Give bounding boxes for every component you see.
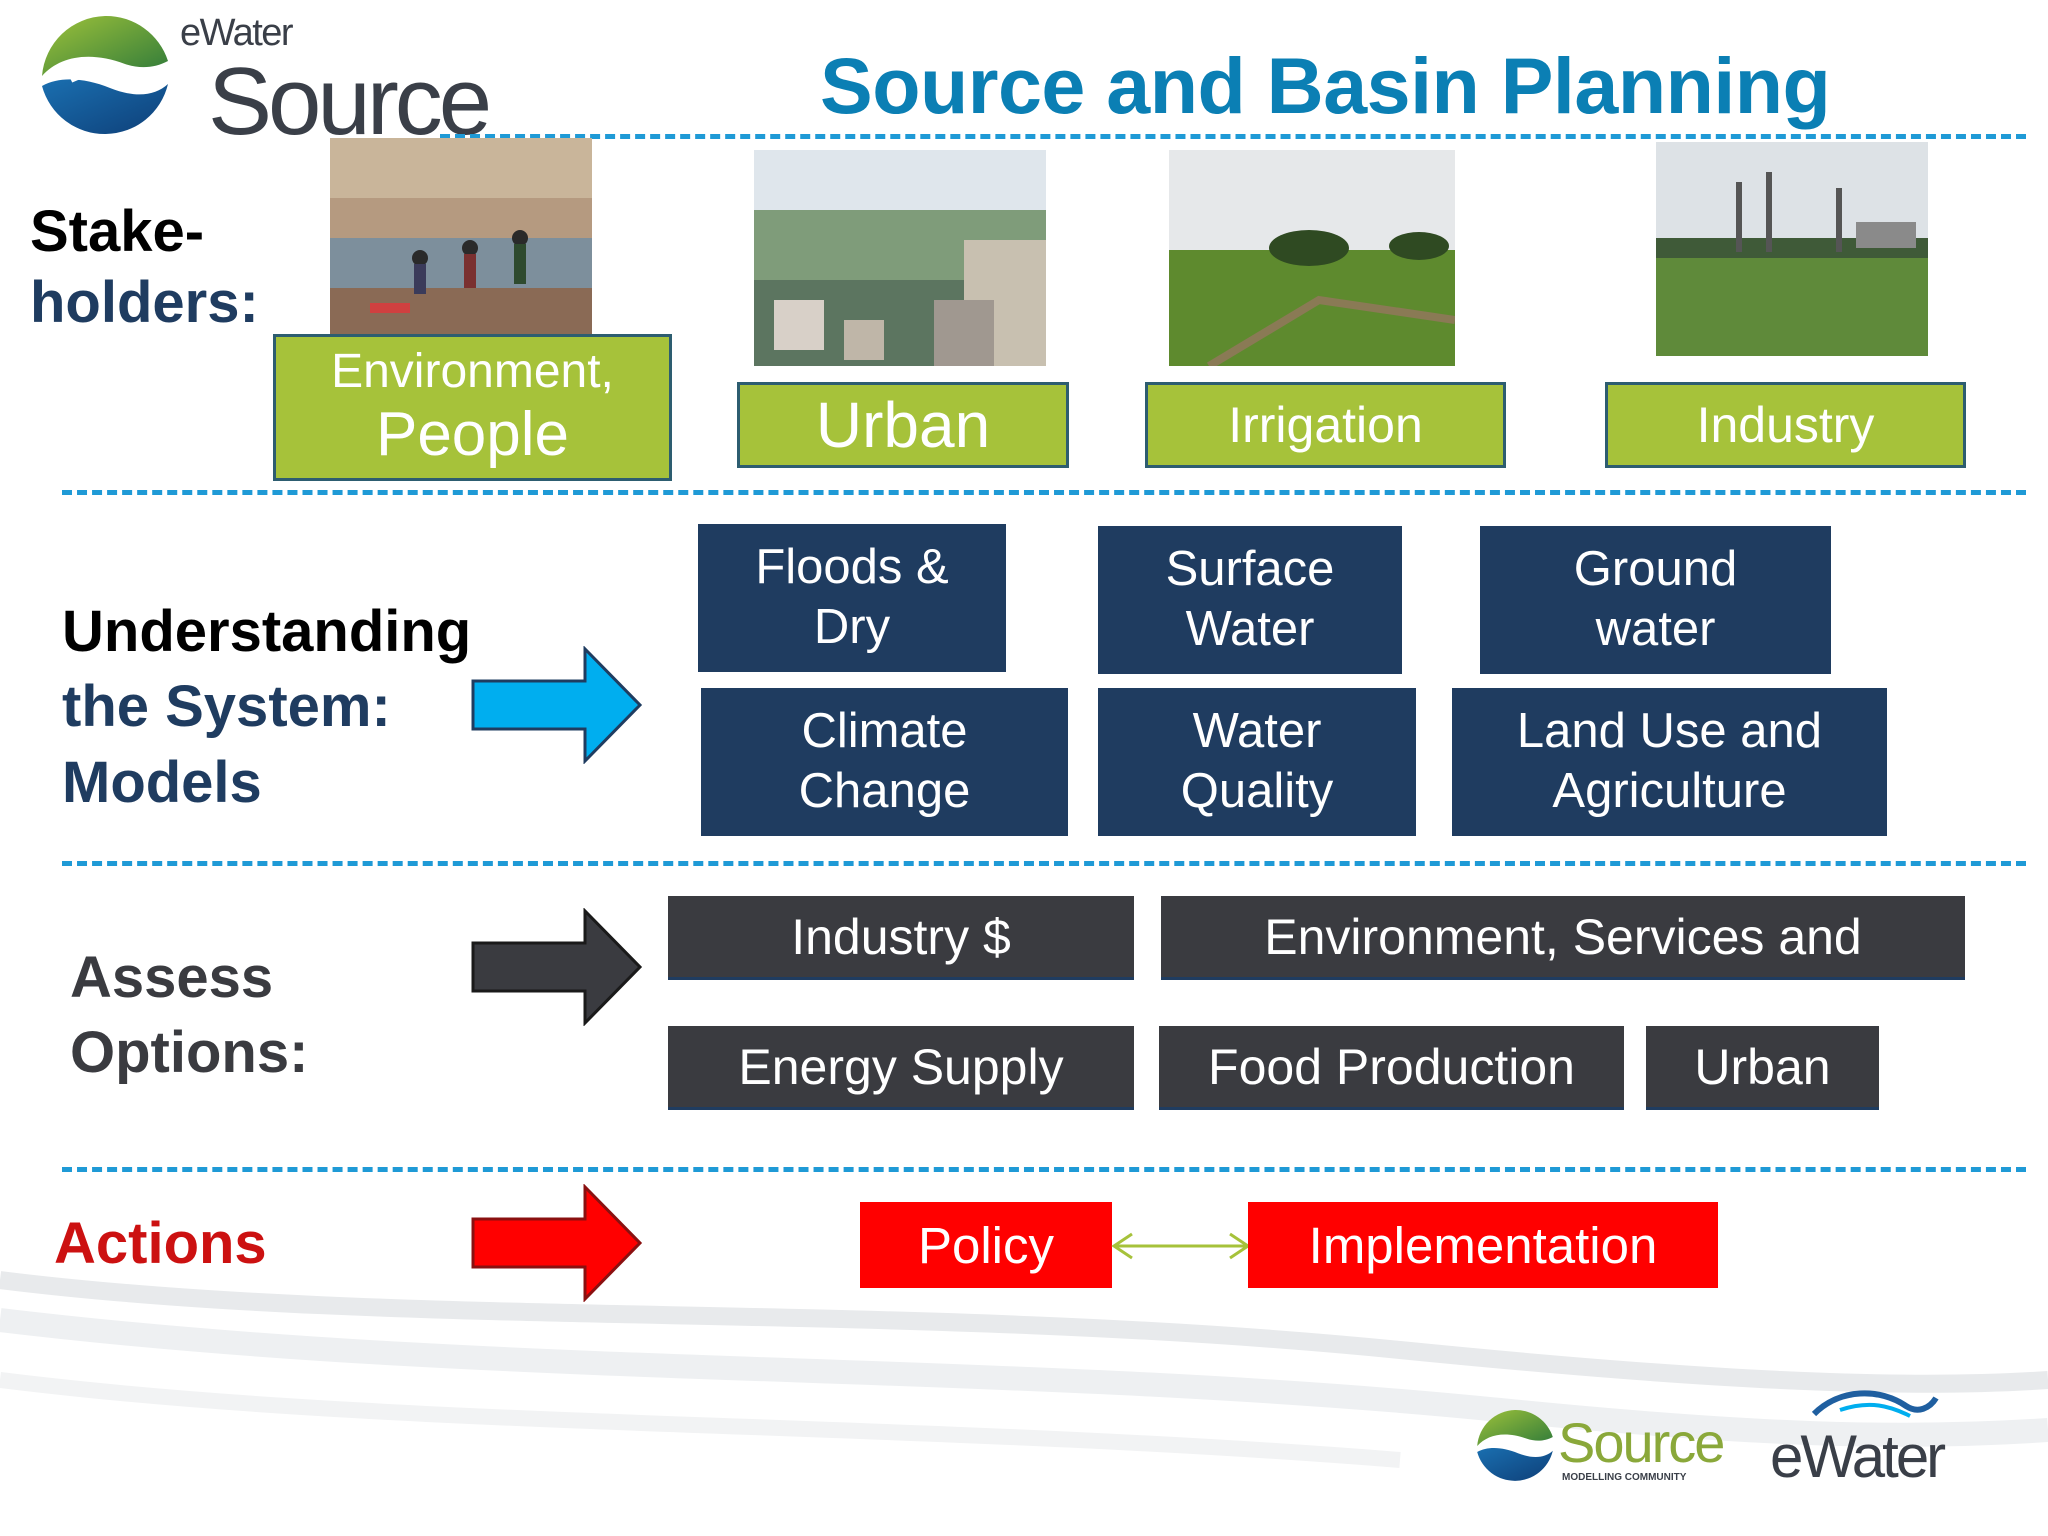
option-industry: Industry $ xyxy=(668,896,1134,980)
stakeholder-irrigation: Irrigation xyxy=(1145,382,1506,468)
model-climate-line1: Climate xyxy=(801,704,968,759)
logo-product-text: Source xyxy=(208,48,492,155)
ewater-source-logo: eWater Source xyxy=(30,6,492,150)
stakeholder-environment-line1: Environment, xyxy=(331,345,614,399)
separator-line xyxy=(62,861,2026,866)
ewater-logo: eWater xyxy=(1770,1384,1950,1494)
stakeholders-label: Stake- holders: xyxy=(30,196,259,339)
option-urban: Urban xyxy=(1646,1026,1879,1110)
stakeholder-industry: Industry xyxy=(1605,382,1966,468)
model-floods-line1: Floods & xyxy=(755,540,949,595)
assess-label-line1: Assess xyxy=(70,945,274,1010)
assess-label-line2: Options: xyxy=(70,1020,309,1086)
photo-irrigation xyxy=(1169,150,1455,366)
understanding-label-line3: Models xyxy=(62,749,262,815)
model-water-quality: Water Quality xyxy=(1098,688,1416,836)
option-environment-services: Environment, Services and xyxy=(1161,896,1965,980)
page-title: Source and Basin Planning xyxy=(820,41,1831,130)
understanding-label-line1: Understanding xyxy=(62,599,472,664)
model-quality-line2: Quality xyxy=(1180,764,1334,818)
model-surface-line1: Surface xyxy=(1165,542,1335,597)
logo-brand-text: eWater xyxy=(180,12,294,54)
logo-community-text: MODELLING COMMUNITY xyxy=(1562,1472,1687,1483)
model-surface-water: Surface Water xyxy=(1098,526,1402,674)
stakeholder-environment-line2: People xyxy=(375,400,570,470)
model-ground-line1: Ground xyxy=(1573,542,1738,597)
action-implementation: Implementation xyxy=(1248,1202,1718,1288)
model-ground-line2: water xyxy=(1595,602,1716,656)
stakeholders-label-line2: holders: xyxy=(30,270,259,336)
source-swirl-small-icon xyxy=(1477,1409,1553,1481)
model-ground-water: Ground water xyxy=(1480,526,1831,674)
wave-icon xyxy=(1811,1390,1939,1418)
model-floods-dry: Floods & Dry xyxy=(698,524,1006,672)
separator-line xyxy=(62,490,2026,495)
stakeholder-urban: Urban xyxy=(737,382,1069,468)
model-quality-line1: Water xyxy=(1192,704,1322,759)
separator-line xyxy=(440,134,2026,139)
photo-industry xyxy=(1656,142,1928,356)
photo-environment-people xyxy=(330,138,592,336)
understanding-label: Understanding the System: Models xyxy=(62,594,471,820)
option-food-production: Food Production xyxy=(1159,1026,1624,1110)
understanding-label-line2: the System: xyxy=(62,674,391,740)
model-surface-line2: Water xyxy=(1185,602,1315,656)
blue-arrow-icon xyxy=(471,646,643,764)
assess-label: Assess Options: xyxy=(70,940,308,1091)
action-policy: Policy xyxy=(860,1202,1112,1288)
model-climate-line2: Change xyxy=(798,764,971,818)
background-swoosh xyxy=(0,1271,2048,1468)
separator-line xyxy=(62,1167,2026,1172)
option-energy-supply: Energy Supply xyxy=(668,1026,1134,1110)
model-landuse-line2: Agriculture xyxy=(1552,764,1787,818)
gray-arrow-icon xyxy=(471,908,643,1026)
source-modelling-community-logo: Source MODELLING COMMUNITY xyxy=(1470,1400,1725,1500)
logo-source-text: Source xyxy=(1558,1411,1725,1474)
stakeholders-label-line1: Stake- xyxy=(30,199,205,264)
model-floods-line2: Dry xyxy=(813,600,891,654)
stakeholder-environment-people: Environment, People xyxy=(273,334,672,481)
actions-label: Actions xyxy=(54,1211,267,1276)
model-land-use-agriculture: Land Use and Agriculture xyxy=(1452,688,1887,836)
logo-ewater-text: eWater xyxy=(1770,1423,1946,1490)
photo-urban xyxy=(754,150,1046,366)
model-landuse-line1: Land Use and xyxy=(1516,704,1823,759)
model-climate-change: Climate Change xyxy=(701,688,1068,836)
source-swirl-icon xyxy=(42,15,168,135)
red-arrow-icon xyxy=(471,1184,643,1302)
